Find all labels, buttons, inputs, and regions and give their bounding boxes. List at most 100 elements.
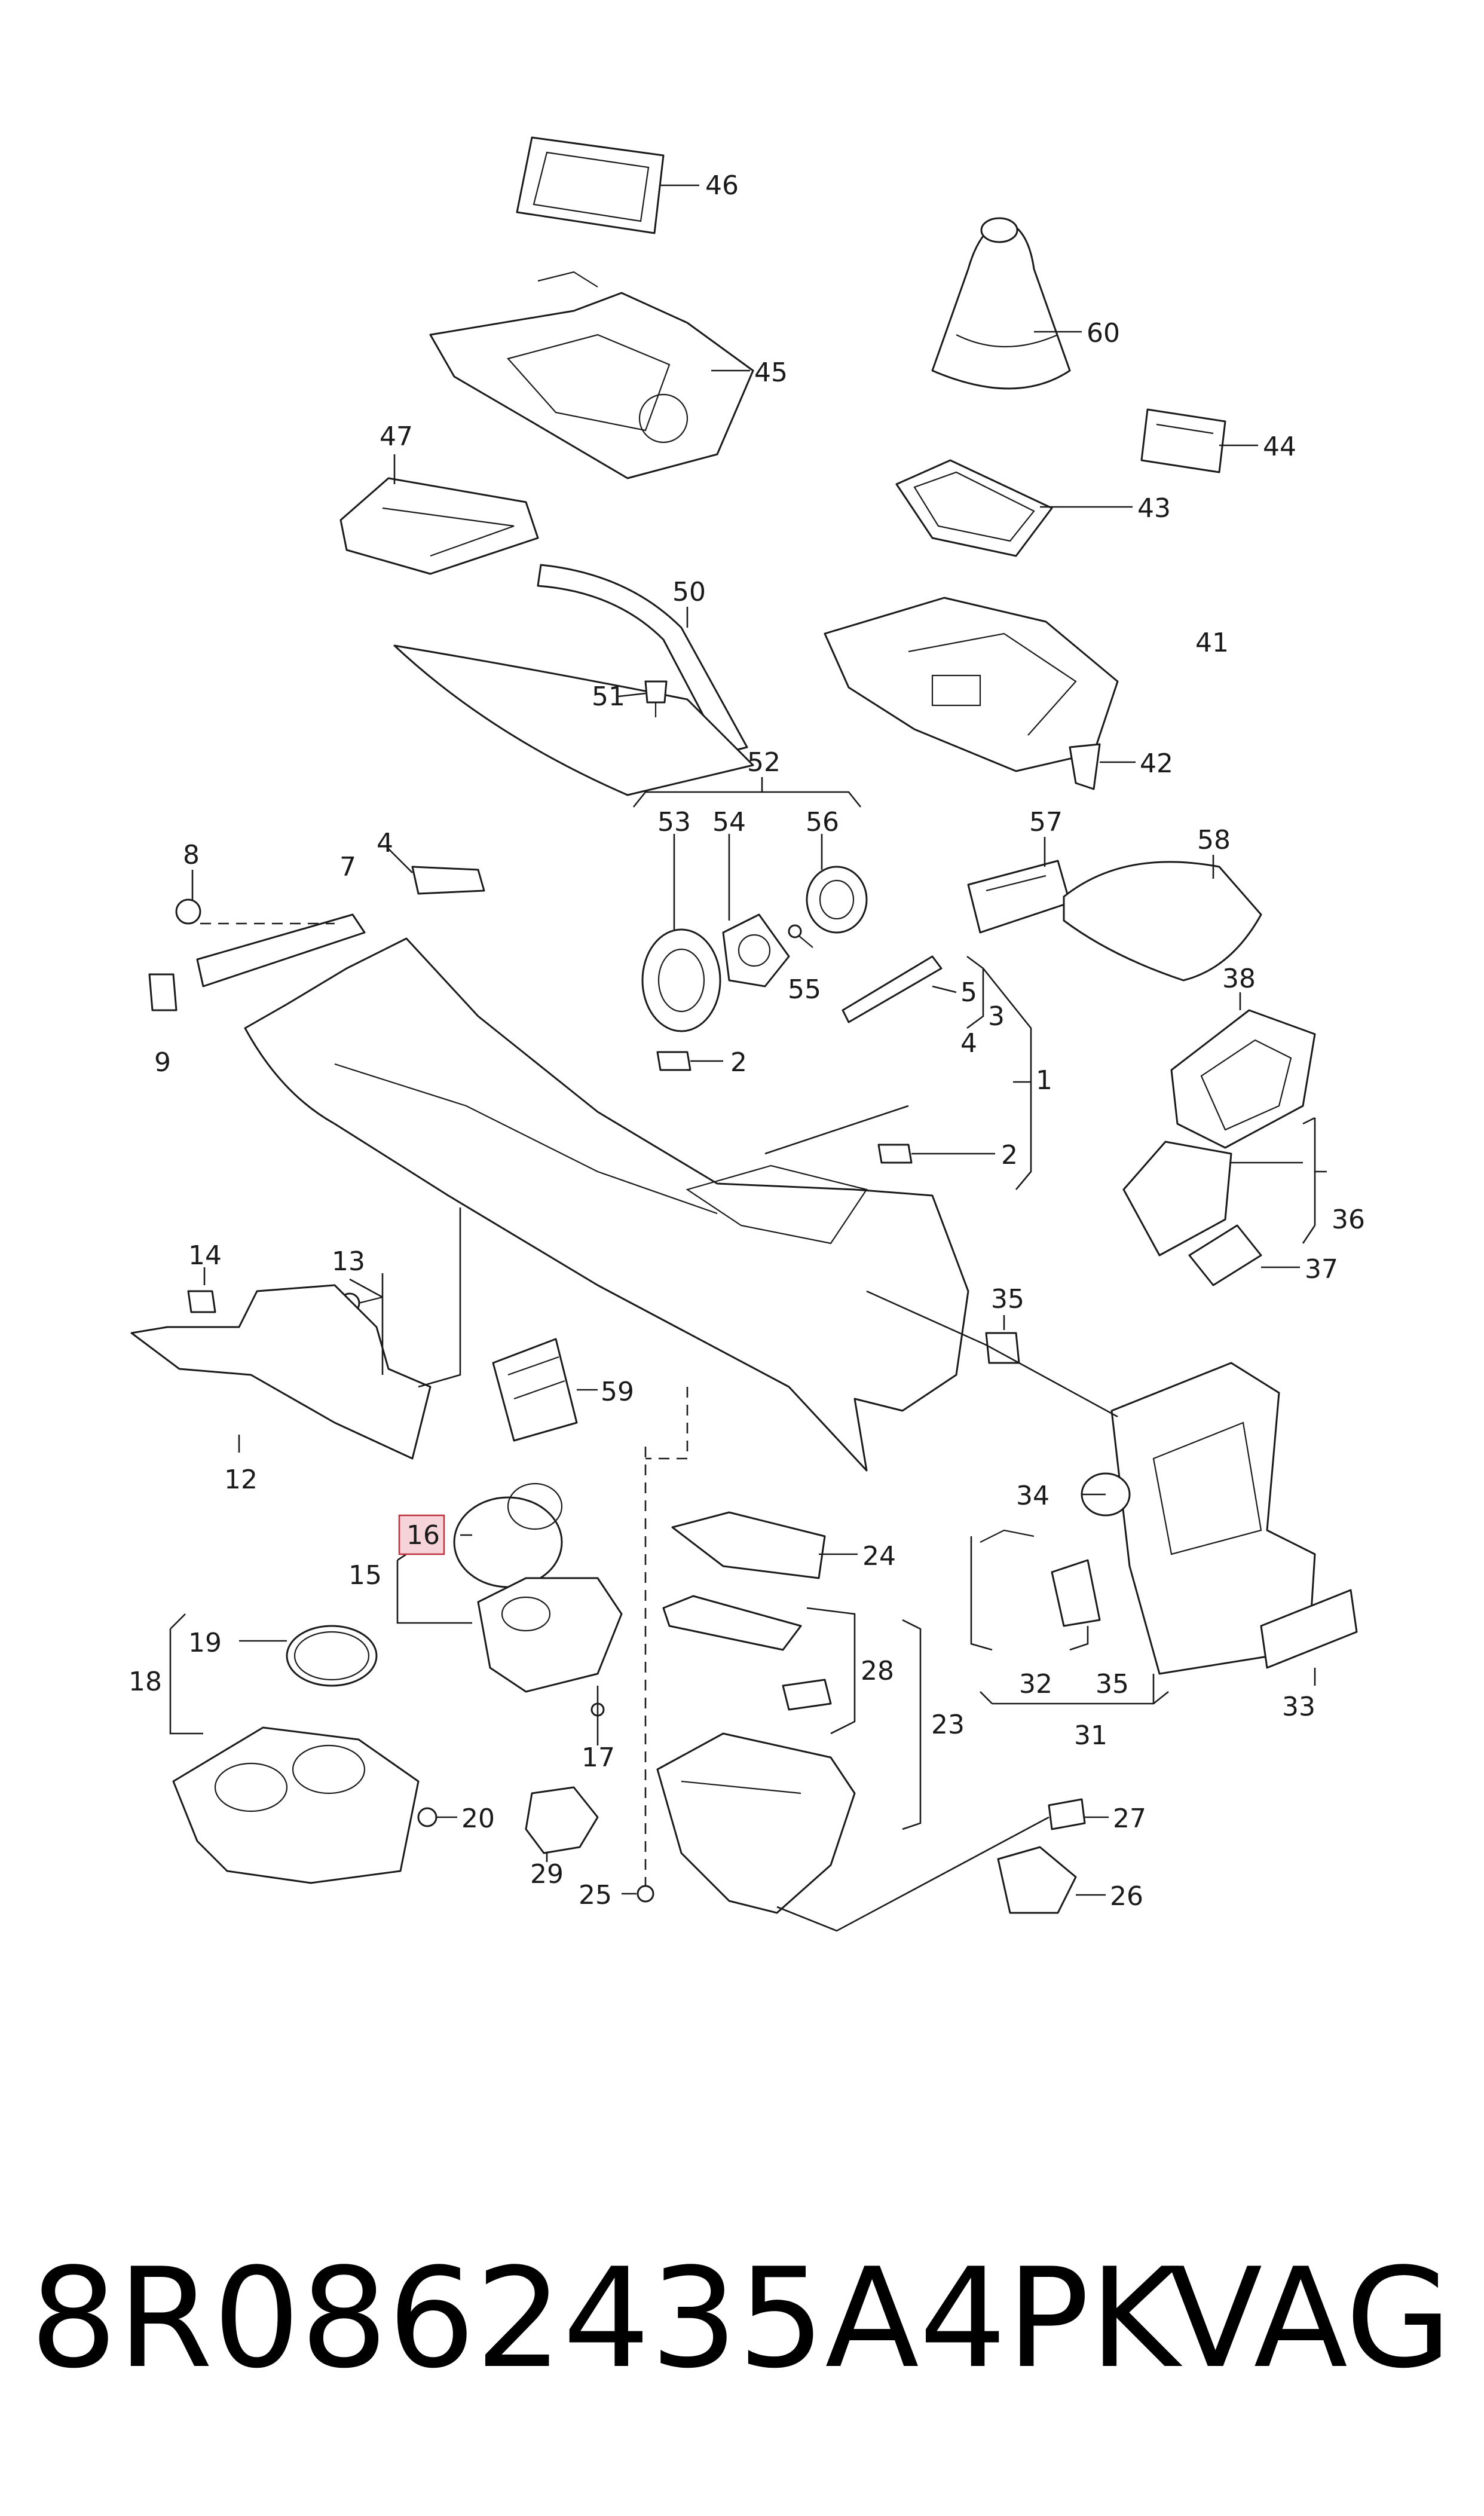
callout-9: 9 (154, 1047, 171, 1078)
part-56-knob-cap (806, 866, 868, 934)
brand-text: VAG (1168, 2239, 1452, 2399)
part-26-module (997, 1846, 1077, 1914)
callout-2-bottom: 2 (1001, 1140, 1018, 1170)
callout-42: 42 (1140, 748, 1173, 779)
callout-28: 28 (861, 1656, 894, 1686)
callout-54: 54 (712, 807, 746, 837)
part-42-clip (1069, 743, 1101, 790)
part-50-side-panel (393, 644, 754, 796)
part-27-cap (1048, 1798, 1086, 1830)
part-rear-panel (1110, 1362, 1316, 1675)
part-36-panel (1122, 1141, 1232, 1257)
callout-45: 45 (754, 357, 788, 388)
callout-4-top: 4 (377, 828, 393, 858)
callout-50: 50 (672, 577, 706, 607)
callout-26: 26 (1110, 1881, 1143, 1912)
callout-12: 12 (224, 1465, 258, 1495)
callout-47: 47 (380, 421, 413, 452)
part-43-trim-frame (895, 459, 1053, 557)
callout-37: 37 (1305, 1254, 1338, 1285)
callout-13: 13 (332, 1246, 365, 1277)
part-2-clip-b (877, 1144, 913, 1164)
part-58-armrest (1063, 861, 1262, 982)
part-14-nut (187, 1290, 216, 1313)
leader-lines (169, 184, 1327, 1932)
callout-53: 53 (657, 807, 691, 837)
part-29-socket-assembly (525, 1786, 599, 1854)
part-5-trim-strip (842, 955, 943, 1023)
callout-58: 58 (1197, 825, 1231, 855)
part-20-screw (417, 1807, 437, 1827)
callout-25: 25 (579, 1880, 612, 1910)
callout-1: 1 (1036, 1065, 1052, 1096)
part-38-air-vent (1170, 1009, 1316, 1149)
part-53-knob (641, 928, 721, 1032)
callout-31: 31 (1074, 1720, 1107, 1751)
part-46-trim-frame (516, 136, 665, 234)
callout-27: 27 (1113, 1803, 1146, 1834)
callout-14: 14 (188, 1240, 222, 1271)
part-45-console-panel (429, 271, 754, 479)
callout-35-bottom: 35 (1096, 1669, 1129, 1699)
callout-16: 16 (406, 1520, 440, 1551)
callout-7: 7 (339, 852, 356, 882)
callout-labels: 46 45 60 47 44 43 50 41 51 42 52 53 54 5… (128, 170, 1365, 1912)
callout-59: 59 (601, 1377, 634, 1407)
callout-4-mid: 4 (960, 1028, 977, 1059)
part-8-clip (175, 898, 201, 925)
callout-33: 33 (1282, 1692, 1315, 1722)
callout-52: 52 (747, 747, 781, 778)
part-33-cover (1260, 1589, 1358, 1669)
callout-46: 46 (705, 170, 739, 201)
part-47-storage-tray (339, 477, 539, 575)
part-51-bolt (644, 680, 668, 717)
callout-20: 20 (461, 1803, 495, 1834)
callout-57: 57 (1029, 807, 1063, 837)
callout-41: 41 (1195, 628, 1229, 658)
part-41-shifter-panel (824, 597, 1119, 772)
callout-44: 44 (1263, 432, 1296, 462)
part-24-bracket (671, 1511, 826, 1579)
callout-55: 55 (788, 974, 821, 1005)
callout-34: 34 (1016, 1481, 1049, 1511)
part-19-ring (286, 1625, 378, 1687)
callout-35-mid: 35 (991, 1284, 1024, 1314)
part-23-storage-box (656, 1732, 856, 1914)
highlight-box-16 (398, 1514, 445, 1555)
part-9-clip (148, 973, 178, 1011)
part-12-bracket (130, 1284, 432, 1460)
callout-32: 32 (1019, 1669, 1052, 1699)
callout-51: 51 (592, 681, 625, 712)
callout-38: 38 (1222, 964, 1256, 994)
part-1-center-console (244, 937, 969, 1472)
part-55-screw (788, 924, 813, 948)
part-54-knob-housing (722, 913, 790, 988)
callout-5: 5 (960, 977, 977, 1008)
callout-60: 60 (1087, 318, 1120, 348)
callout-36: 36 (1332, 1204, 1365, 1235)
part-number-footer: 8R0862435A4PK VAG (30, 2230, 1452, 2409)
callout-23: 23 (931, 1710, 965, 1740)
part-2-clip-a (656, 1051, 691, 1071)
part-59-mat (492, 1338, 578, 1442)
callout-56: 56 (806, 807, 839, 837)
part-28-module (662, 1595, 832, 1711)
part-number-text: 8R0862435A4PK (30, 2239, 1180, 2399)
part-18-cup-holder-base (172, 1726, 420, 1884)
part-57-switch-panel (967, 860, 1071, 934)
part-15-cup-holder (477, 1577, 623, 1693)
callout-8: 8 (183, 840, 200, 870)
part-37-cover (1188, 1224, 1262, 1286)
callout-2-top: 2 (730, 1047, 747, 1078)
part-25-bolt (637, 1885, 654, 1903)
part-44-switch-block (1140, 408, 1226, 473)
part-60-gear-boot (931, 217, 1071, 390)
callout-3: 3 (988, 1001, 1005, 1032)
callout-24: 24 (862, 1541, 896, 1572)
callout-17: 17 (582, 1742, 615, 1773)
callout-19: 19 (188, 1628, 222, 1658)
callout-18: 18 (128, 1667, 162, 1697)
part-4-bracket (411, 866, 485, 895)
callout-43: 43 (1137, 493, 1171, 524)
